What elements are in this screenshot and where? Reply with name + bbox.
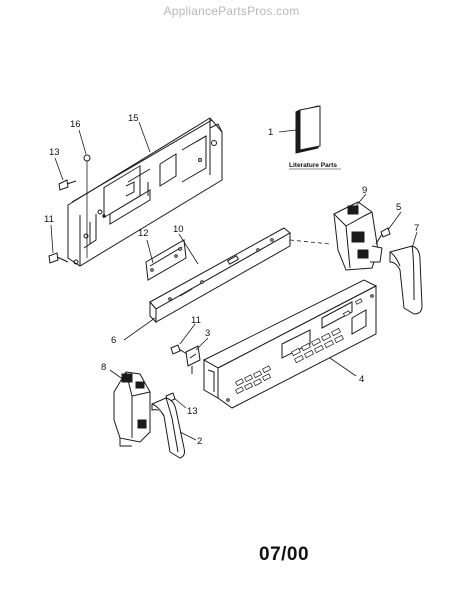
leader-line (109, 369, 125, 381)
callout-9: 9 (362, 185, 367, 196)
end-cap-right-7 (389, 245, 423, 315)
leader-line (329, 357, 357, 377)
leader-line (178, 233, 199, 265)
console-back-panel (67, 117, 223, 267)
mounting-bracket-10 (149, 227, 291, 324)
callout-12: 12 (138, 228, 149, 239)
screw-11-left (48, 252, 69, 264)
callout-3: 3 (205, 328, 210, 339)
callout-7: 7 (414, 223, 419, 234)
assembly-dashed-line (289, 239, 331, 245)
callout-16: 16 (70, 119, 81, 130)
callout-4: 4 (359, 374, 364, 385)
leader-line (123, 317, 156, 341)
screw-13-upper (58, 179, 77, 191)
literature-booklet (295, 105, 321, 154)
screw-5 (375, 227, 391, 245)
leader-line (355, 193, 367, 207)
callout-11-middle: 11 (191, 315, 201, 326)
leader-line (195, 337, 209, 351)
leader-line (411, 231, 418, 249)
callout-2: 2 (197, 436, 202, 447)
main-control-panel-4 (202, 279, 378, 409)
clip-3 (185, 345, 201, 374)
switch-housing-9 (333, 201, 383, 271)
leader-line (138, 121, 151, 153)
end-cap-left-2 (151, 397, 185, 459)
leader-line (179, 431, 197, 441)
revision-date: 07/00 (259, 544, 310, 565)
leader-line (278, 129, 297, 133)
callout-10: 10 (173, 224, 184, 235)
leader-line (387, 211, 402, 231)
callout-15: 15 (128, 113, 139, 124)
watermark: AppliancePartsPros.com (163, 4, 300, 18)
control-bracket-12 (145, 239, 187, 281)
callout-13-upper: 13 (49, 147, 60, 158)
leader-line (54, 157, 64, 181)
callout-8: 8 (101, 362, 106, 373)
leader-line (146, 239, 154, 264)
screw-16 (83, 154, 91, 258)
switch-housing-8 (113, 371, 151, 447)
leader-line (179, 323, 196, 345)
callout-6: 6 (111, 335, 116, 346)
callout-11-left: 11 (44, 214, 54, 225)
leader-line (78, 129, 87, 155)
callout-1: 1 (268, 127, 273, 138)
leader-line (173, 397, 187, 409)
callout-5: 5 (396, 202, 401, 213)
callout-13-lower: 13 (187, 406, 198, 417)
leader-line (50, 224, 54, 254)
literature-parts-label: Literature Parts (289, 162, 337, 169)
